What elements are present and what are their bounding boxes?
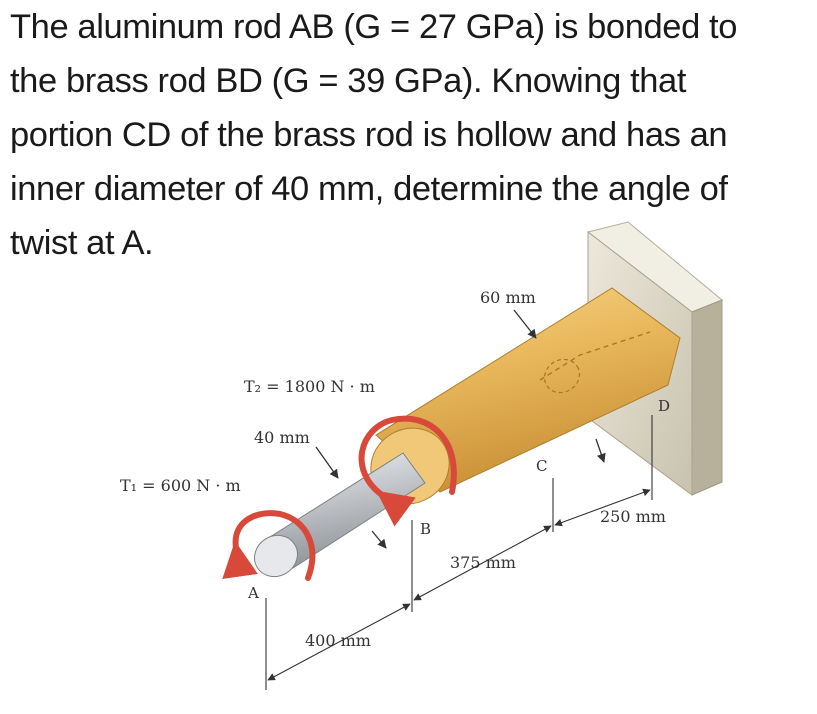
label-torque-b: T₂ = 1800 N · m <box>244 377 375 396</box>
torque-arrow-b <box>358 415 457 527</box>
label-torque-a: T₁ = 600 N · m <box>120 476 241 495</box>
label-250mm: 250 mm <box>600 507 666 526</box>
label-400mm: 400 mm <box>305 631 371 650</box>
torque-arrow-a <box>222 510 316 581</box>
aluminum-rod-ab <box>254 452 426 578</box>
label-point-c: C <box>536 457 547 475</box>
label-point-b: B <box>420 520 431 538</box>
label-40mm: 40 mm <box>254 428 310 447</box>
problem-line-2: the brass rod BD (G = 39 GPa). Knowing t… <box>10 62 687 100</box>
leader-lines <box>315 309 606 549</box>
label-375mm: 375 mm <box>450 553 516 572</box>
label-point-a: A <box>247 584 259 602</box>
problem-line-4: inner diameter of 40 mm, determine the a… <box>10 170 728 208</box>
label-point-d: D <box>658 397 670 415</box>
problem-line-1: The aluminum rod AB (G = 27 GPa) is bond… <box>10 8 738 46</box>
problem-line-3: portion CD of the brass rod is hollow an… <box>10 116 728 154</box>
problem-statement: The aluminum rod AB (G = 27 GPa) is bond… <box>10 0 810 270</box>
label-60mm: 60 mm <box>480 288 536 307</box>
problem-line-5: twist at A. <box>10 224 154 262</box>
dimension-lines <box>265 415 653 690</box>
